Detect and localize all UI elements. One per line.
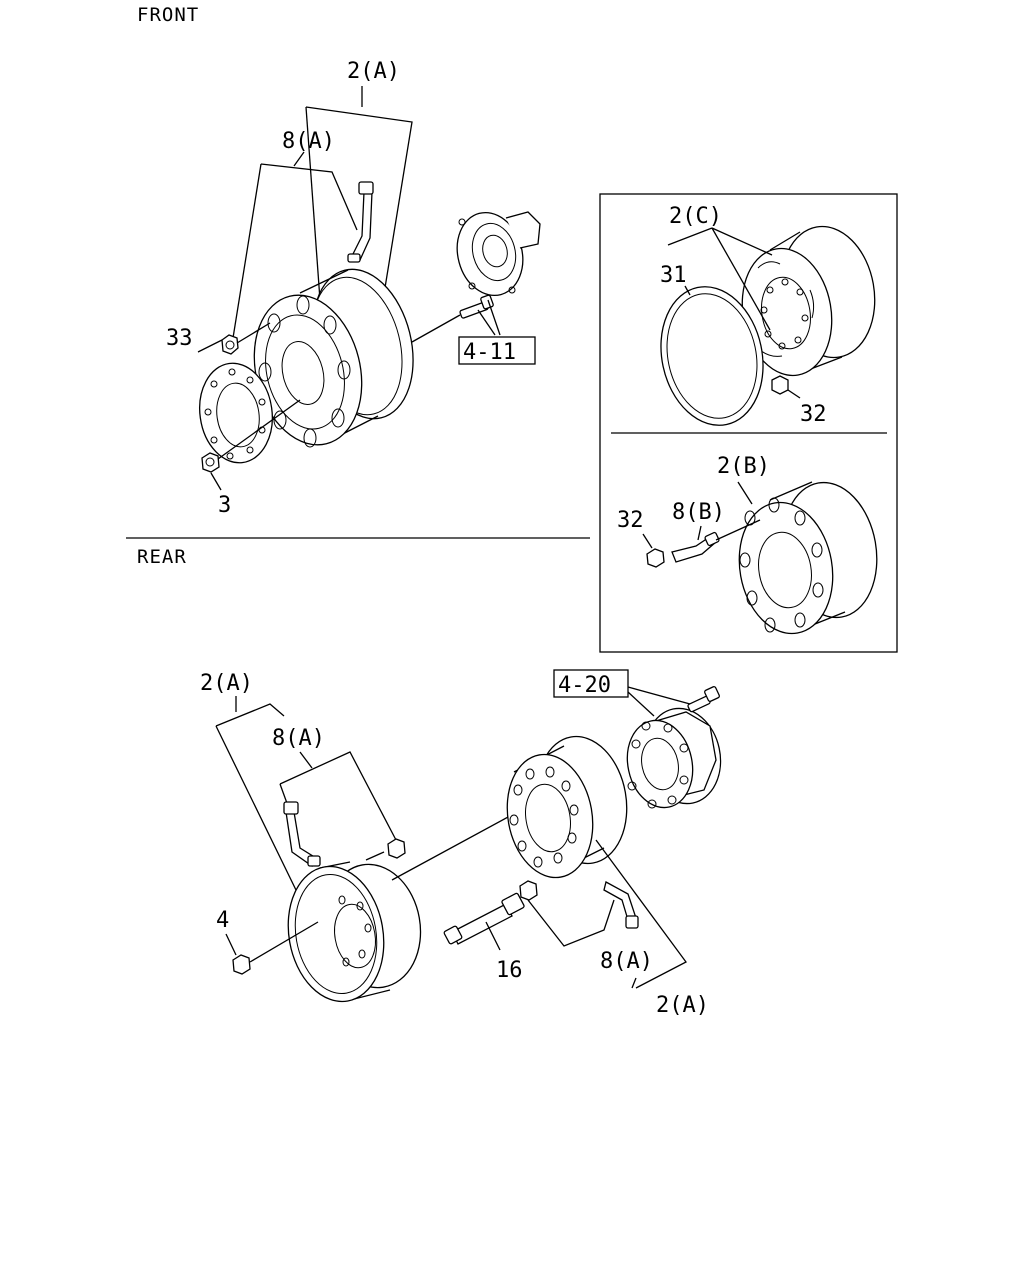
inset-bottom-valve-8b (671, 531, 720, 563)
label-inset-2b: 2(B) (717, 454, 770, 479)
label-ref-4-20[interactable]: 4-20 (558, 673, 611, 698)
ref-box-4-20[interactable] (553, 669, 629, 698)
rear-left-valve-nut (387, 838, 406, 859)
rear-hub-bolt (687, 686, 720, 713)
rear-hub (626, 707, 722, 809)
label-front-33: 33 (166, 326, 193, 351)
inset-bottom-nut-32 (646, 548, 665, 568)
front-valve-a-callout (232, 151, 358, 339)
rear-inner-wheel (506, 735, 628, 879)
front-wheel-a-callout (305, 86, 413, 301)
label-rear-8a-left: 8(A) (272, 726, 325, 751)
inset-top-ring-31 (660, 286, 764, 426)
front-wheel-rim (253, 268, 414, 448)
label-rear-16: 16 (496, 958, 523, 983)
rear-left-valve-a-callout (279, 751, 397, 841)
section-rear-title: REAR (137, 546, 187, 568)
label-front-8a: 8(A) (282, 129, 335, 154)
label-rear-8a-right: 8(A) (600, 949, 653, 974)
rear-stud-16 (443, 892, 525, 945)
label-inset-top-32: 32 (800, 402, 827, 427)
label-front-2a: 2(A) (347, 59, 400, 84)
front-hub (456, 211, 541, 297)
inset-bottom-wheel-b (738, 481, 878, 635)
front-washer-plate (199, 362, 273, 464)
label-inset-31: 31 (660, 263, 687, 288)
label-front-3: 3 (218, 493, 231, 518)
section-front-title: FRONT (137, 4, 199, 26)
front-assembly: 2(A) 8(A) 33 3 4-11 (166, 59, 541, 518)
front-hub-bolt (459, 294, 494, 319)
inset-top-wheel-c (741, 225, 876, 377)
label-rear-2a-right: 2(A) (656, 993, 709, 1018)
label-inset-8b: 8(B) (672, 500, 725, 525)
rear-outer-wheel (287, 861, 422, 1003)
rear-left-valve-stem (283, 801, 321, 867)
inset-frame (599, 193, 898, 653)
label-rear-4: 4 (216, 908, 229, 933)
rear-nut-4 (232, 954, 251, 975)
inset-top-nut-32 (771, 375, 789, 395)
rear-assembly: 2(A) 8(A) 4 16 8(A) 2(A) 4-20 (200, 669, 722, 1018)
rear-right-valve-stem (603, 881, 639, 929)
front-nut-33 (221, 334, 239, 355)
variant-inset: 2(C) 31 32 2( (599, 193, 898, 653)
rear-right-valve-nut (519, 880, 538, 901)
label-ref-4-11[interactable]: 4-11 (463, 340, 516, 365)
rear-left-wheel-a-callout (215, 696, 297, 891)
label-rear-2a-left: 2(A) (200, 671, 253, 696)
front-valve-stem (347, 181, 374, 263)
label-inset-2c: 2(C) (669, 204, 722, 229)
label-inset-bottom-32: 32 (617, 508, 644, 533)
ref-box-4-11[interactable] (458, 336, 536, 365)
front-nut-3 (201, 452, 220, 473)
